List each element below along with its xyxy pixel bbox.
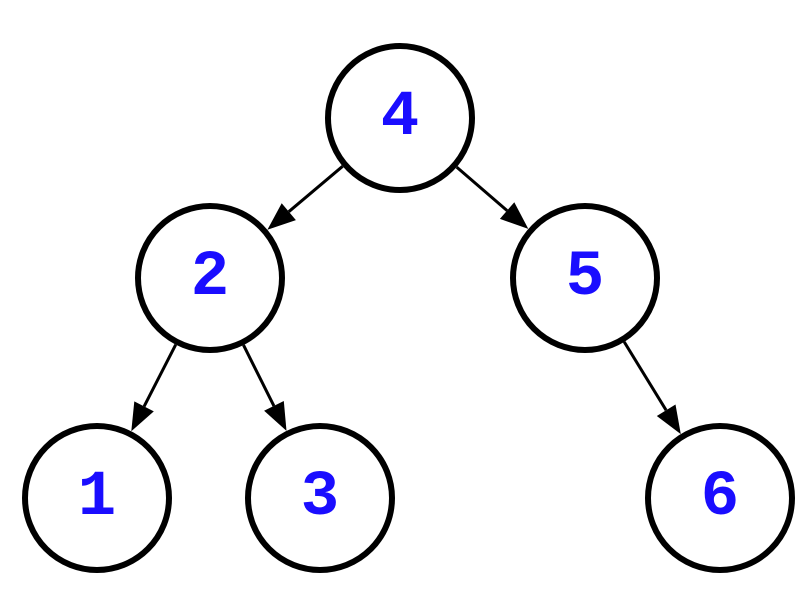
edge-arrow	[455, 165, 529, 229]
node-label: 2	[191, 242, 229, 314]
edge-arrow	[622, 341, 681, 435]
arrowhead-icon	[656, 404, 681, 435]
node-circle	[245, 423, 395, 573]
tree-node-4: 4	[325, 43, 475, 193]
edge-arrow	[242, 344, 287, 431]
edge-arrow	[131, 344, 178, 432]
tree-node-3: 3	[245, 423, 395, 573]
edge-line	[622, 341, 668, 411]
edge-line	[455, 165, 509, 212]
edges-layer	[131, 165, 681, 435]
tree-node-5: 5	[510, 203, 660, 353]
node-label: 5	[566, 242, 604, 314]
tree-node-6: 6	[645, 423, 795, 573]
node-circle	[22, 423, 172, 573]
tree-node-2: 2	[135, 203, 285, 353]
node-circle	[325, 43, 475, 193]
edge-line	[142, 344, 178, 408]
edge-line	[287, 165, 344, 213]
node-label: 1	[78, 462, 116, 534]
node-circle	[645, 423, 795, 573]
arrowhead-icon	[499, 202, 529, 229]
node-circle	[510, 203, 660, 353]
arrowhead-icon	[267, 203, 296, 230]
node-label: 3	[301, 462, 339, 534]
arrowhead-icon	[131, 401, 154, 432]
tree-node-1: 1	[22, 423, 172, 573]
node-label: 4	[381, 82, 419, 154]
node-circle	[135, 203, 285, 353]
edge-arrow	[267, 165, 344, 230]
edge-line	[242, 344, 276, 407]
arrowhead-icon	[264, 401, 287, 431]
node-label: 6	[701, 462, 739, 534]
